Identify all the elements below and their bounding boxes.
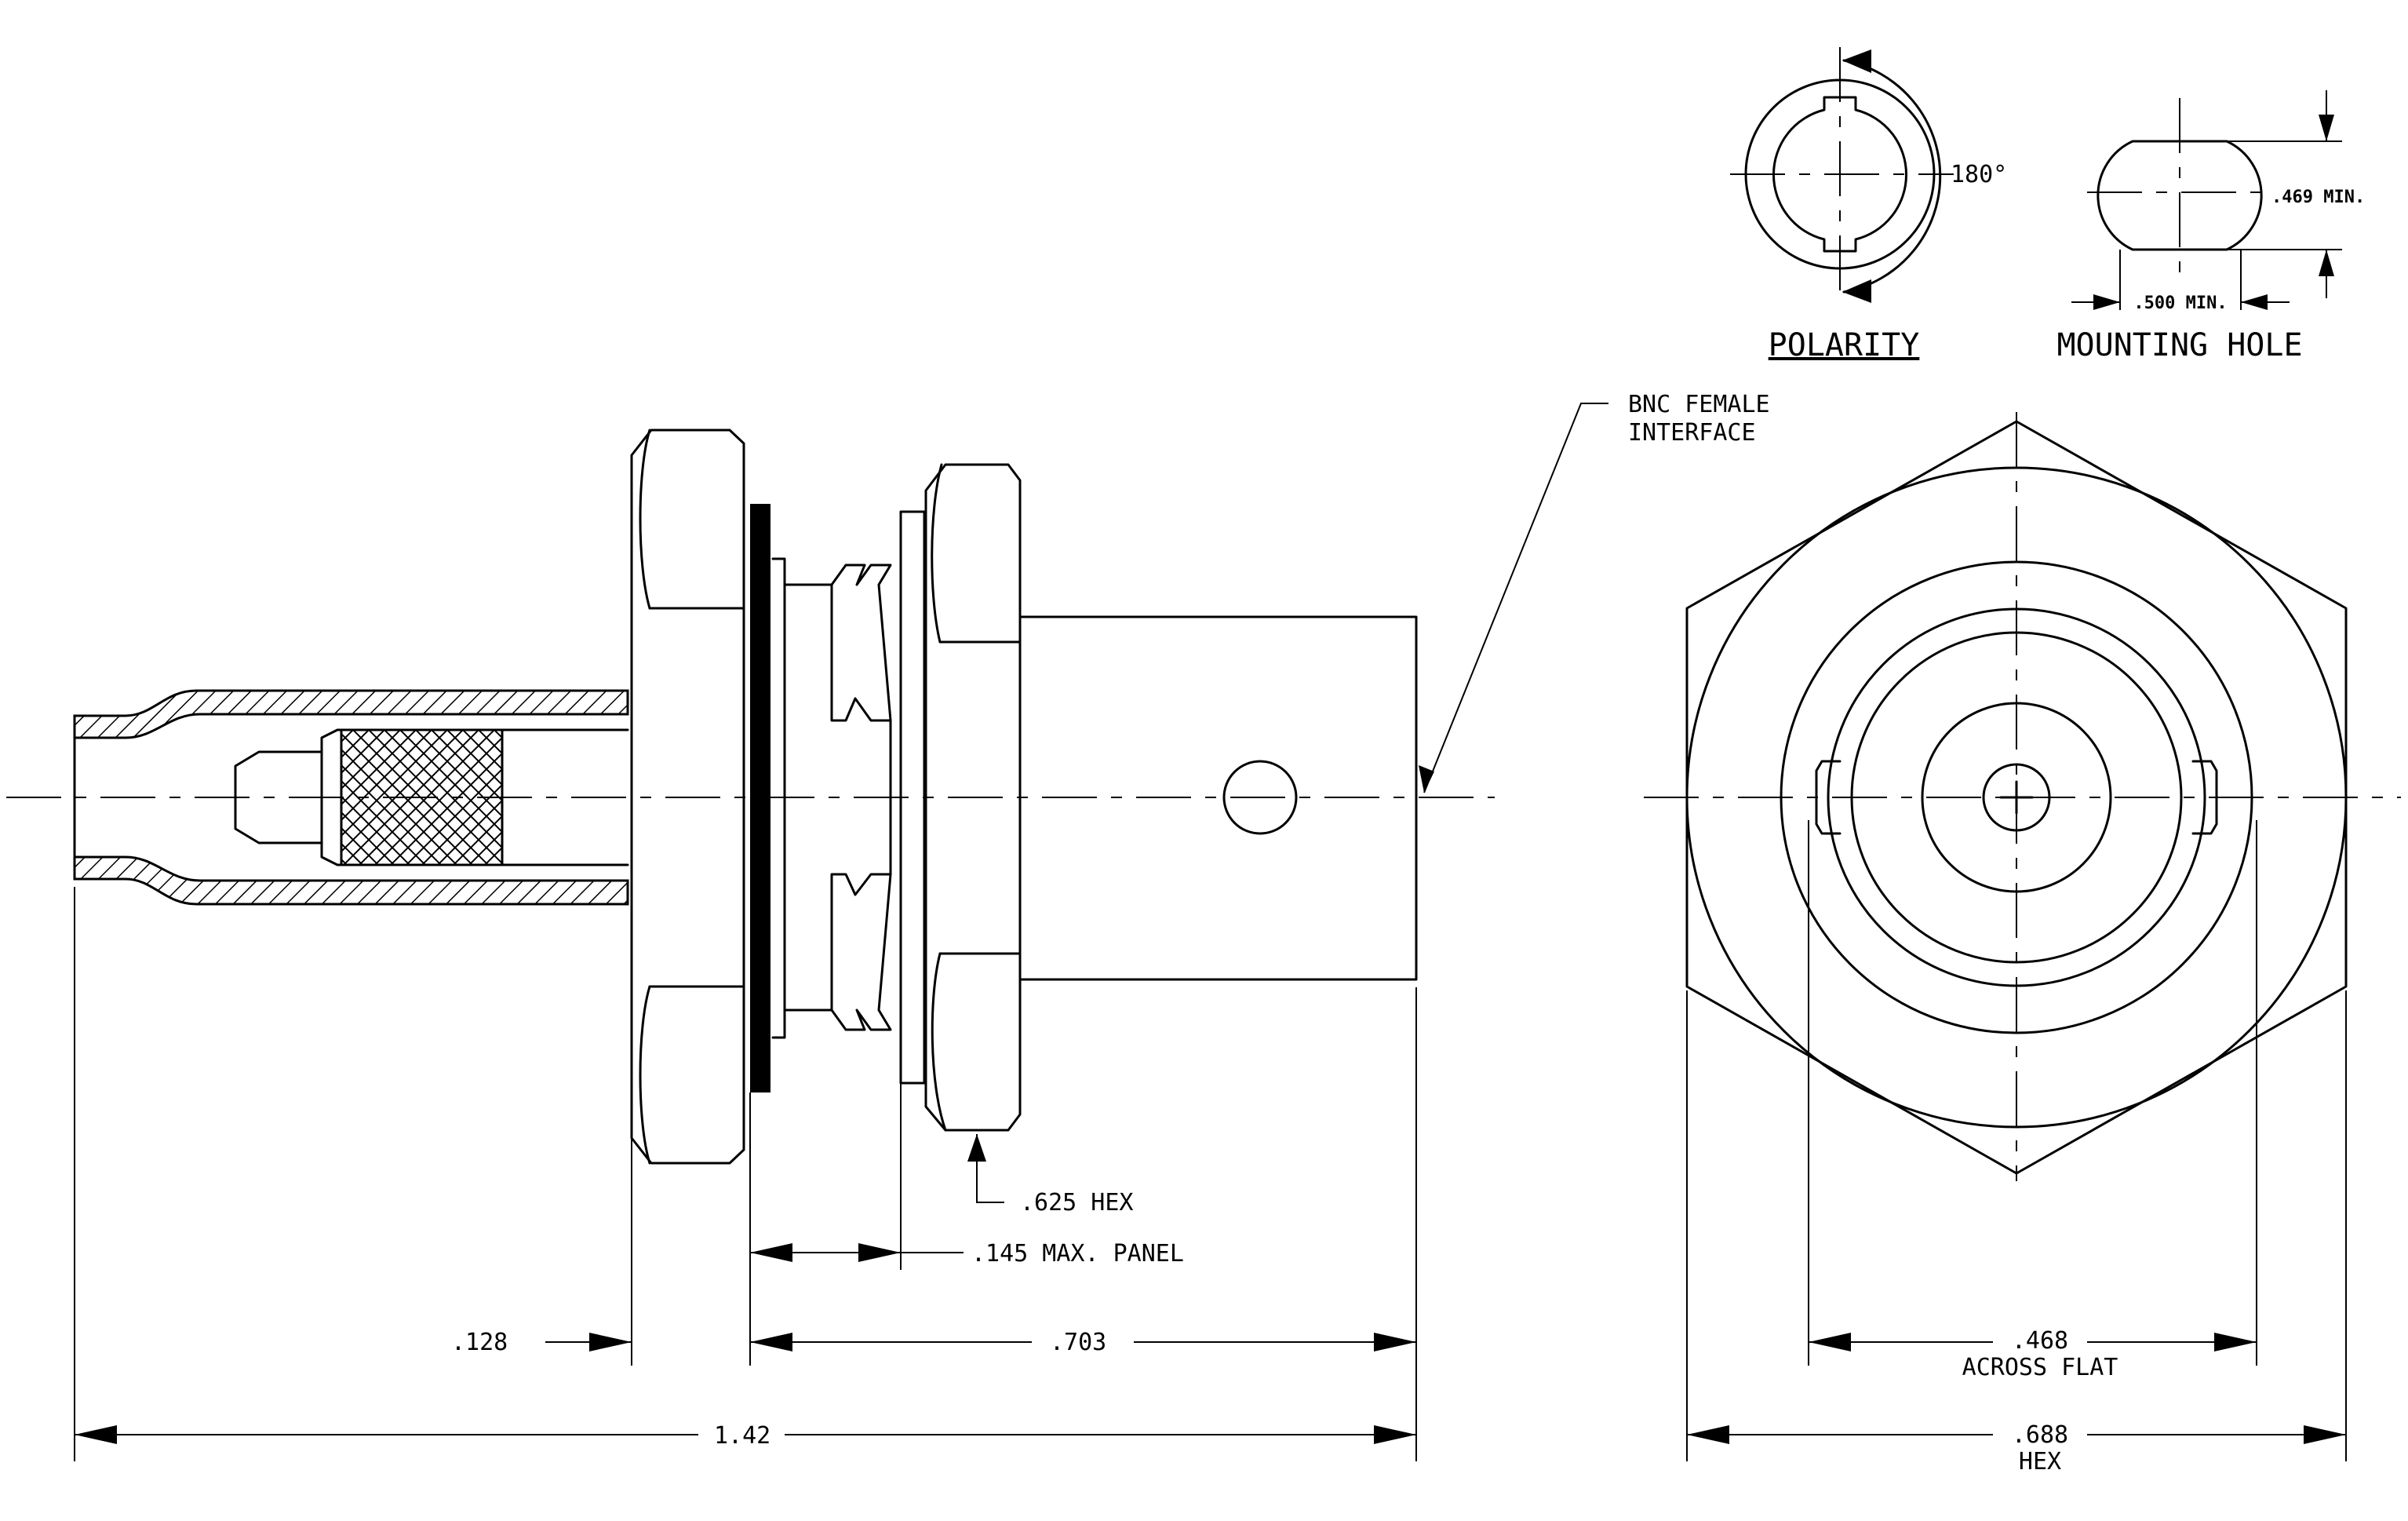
bayonet-stud-left [1815, 760, 1842, 835]
ferrule-bottom-wall [73, 855, 629, 906]
across-flat-label: ACROSS FLAT [1962, 1354, 2118, 1381]
bnc-barrel [1018, 615, 1418, 981]
polarity-angle: 180° [1951, 161, 2007, 188]
rear-hex-chamfer [639, 985, 651, 1165]
front-hex-chamfer [931, 463, 943, 644]
lock-washer [899, 510, 926, 1085]
center-pin-circle [1982, 763, 2051, 832]
across-flat-value: .468 [2012, 1327, 2068, 1355]
interface-label: INTERFACE [1628, 419, 1756, 447]
front-view: .468 ACROSS FLAT .688 HEX [1644, 412, 2401, 1475]
polarity-view: 180° POLARITY [1730, 47, 2007, 363]
rear-hex [630, 429, 745, 1165]
thread-top [830, 564, 892, 722]
polarity-arc [1842, 59, 1942, 294]
mounting-hole-width: .500 MIN. [2133, 294, 2227, 313]
front-hex-outline [1685, 420, 2348, 1175]
mounting-hole-title: MOUNTING HOLE [2056, 327, 2302, 363]
front-hex-dim: .625 HEX [1020, 1189, 1134, 1216]
panel-gasket [750, 504, 770, 1092]
front-hex-chamfer [931, 952, 947, 1132]
barrel-inner-circle [1827, 607, 2206, 987]
interface-leader [1423, 403, 1608, 793]
mounting-hole-view: .469 MIN. .500 MIN. MOUNTING HOLE [2056, 90, 2365, 363]
overall-length-dim: 1.42 [714, 1422, 770, 1450]
dielectric-circle [1850, 631, 2183, 964]
knurled-section [340, 728, 504, 866]
interface-label: BNC FEMALE [1628, 391, 1770, 418]
bayonet-stud [1222, 760, 1298, 835]
offset-dim: .128 [451, 1329, 508, 1356]
hex-value: .688 [2012, 1421, 2068, 1449]
hex-label: HEX [2019, 1448, 2061, 1475]
polarity-outer-circle [1744, 78, 1936, 270]
polarity-keyed-bore [1772, 96, 1908, 253]
polarity-title: POLARITY [1769, 327, 1920, 363]
bayonet-stud-right [2191, 760, 2218, 835]
front-hex-leader [976, 1134, 1004, 1203]
rear-hex-chamfer [639, 429, 651, 610]
front-hex-chamfer-circle [1685, 466, 2348, 1129]
side-view: BNC FEMALE INTERFACE .625 HEX .145 MAX. … [6, 391, 1770, 1461]
mounting-hole-height: .469 MIN. [2271, 188, 2365, 207]
ferrule-top-wall [73, 689, 629, 739]
body-neck [771, 557, 786, 1039]
panel-dim: .145 MAX. PANEL [971, 1240, 1184, 1268]
thread-bottom [830, 873, 892, 1031]
barrel-circle [1780, 560, 2253, 1034]
contact-circle [1921, 702, 2112, 893]
body-length-dim: .703 [1050, 1329, 1106, 1356]
front-hex [924, 463, 1022, 1132]
